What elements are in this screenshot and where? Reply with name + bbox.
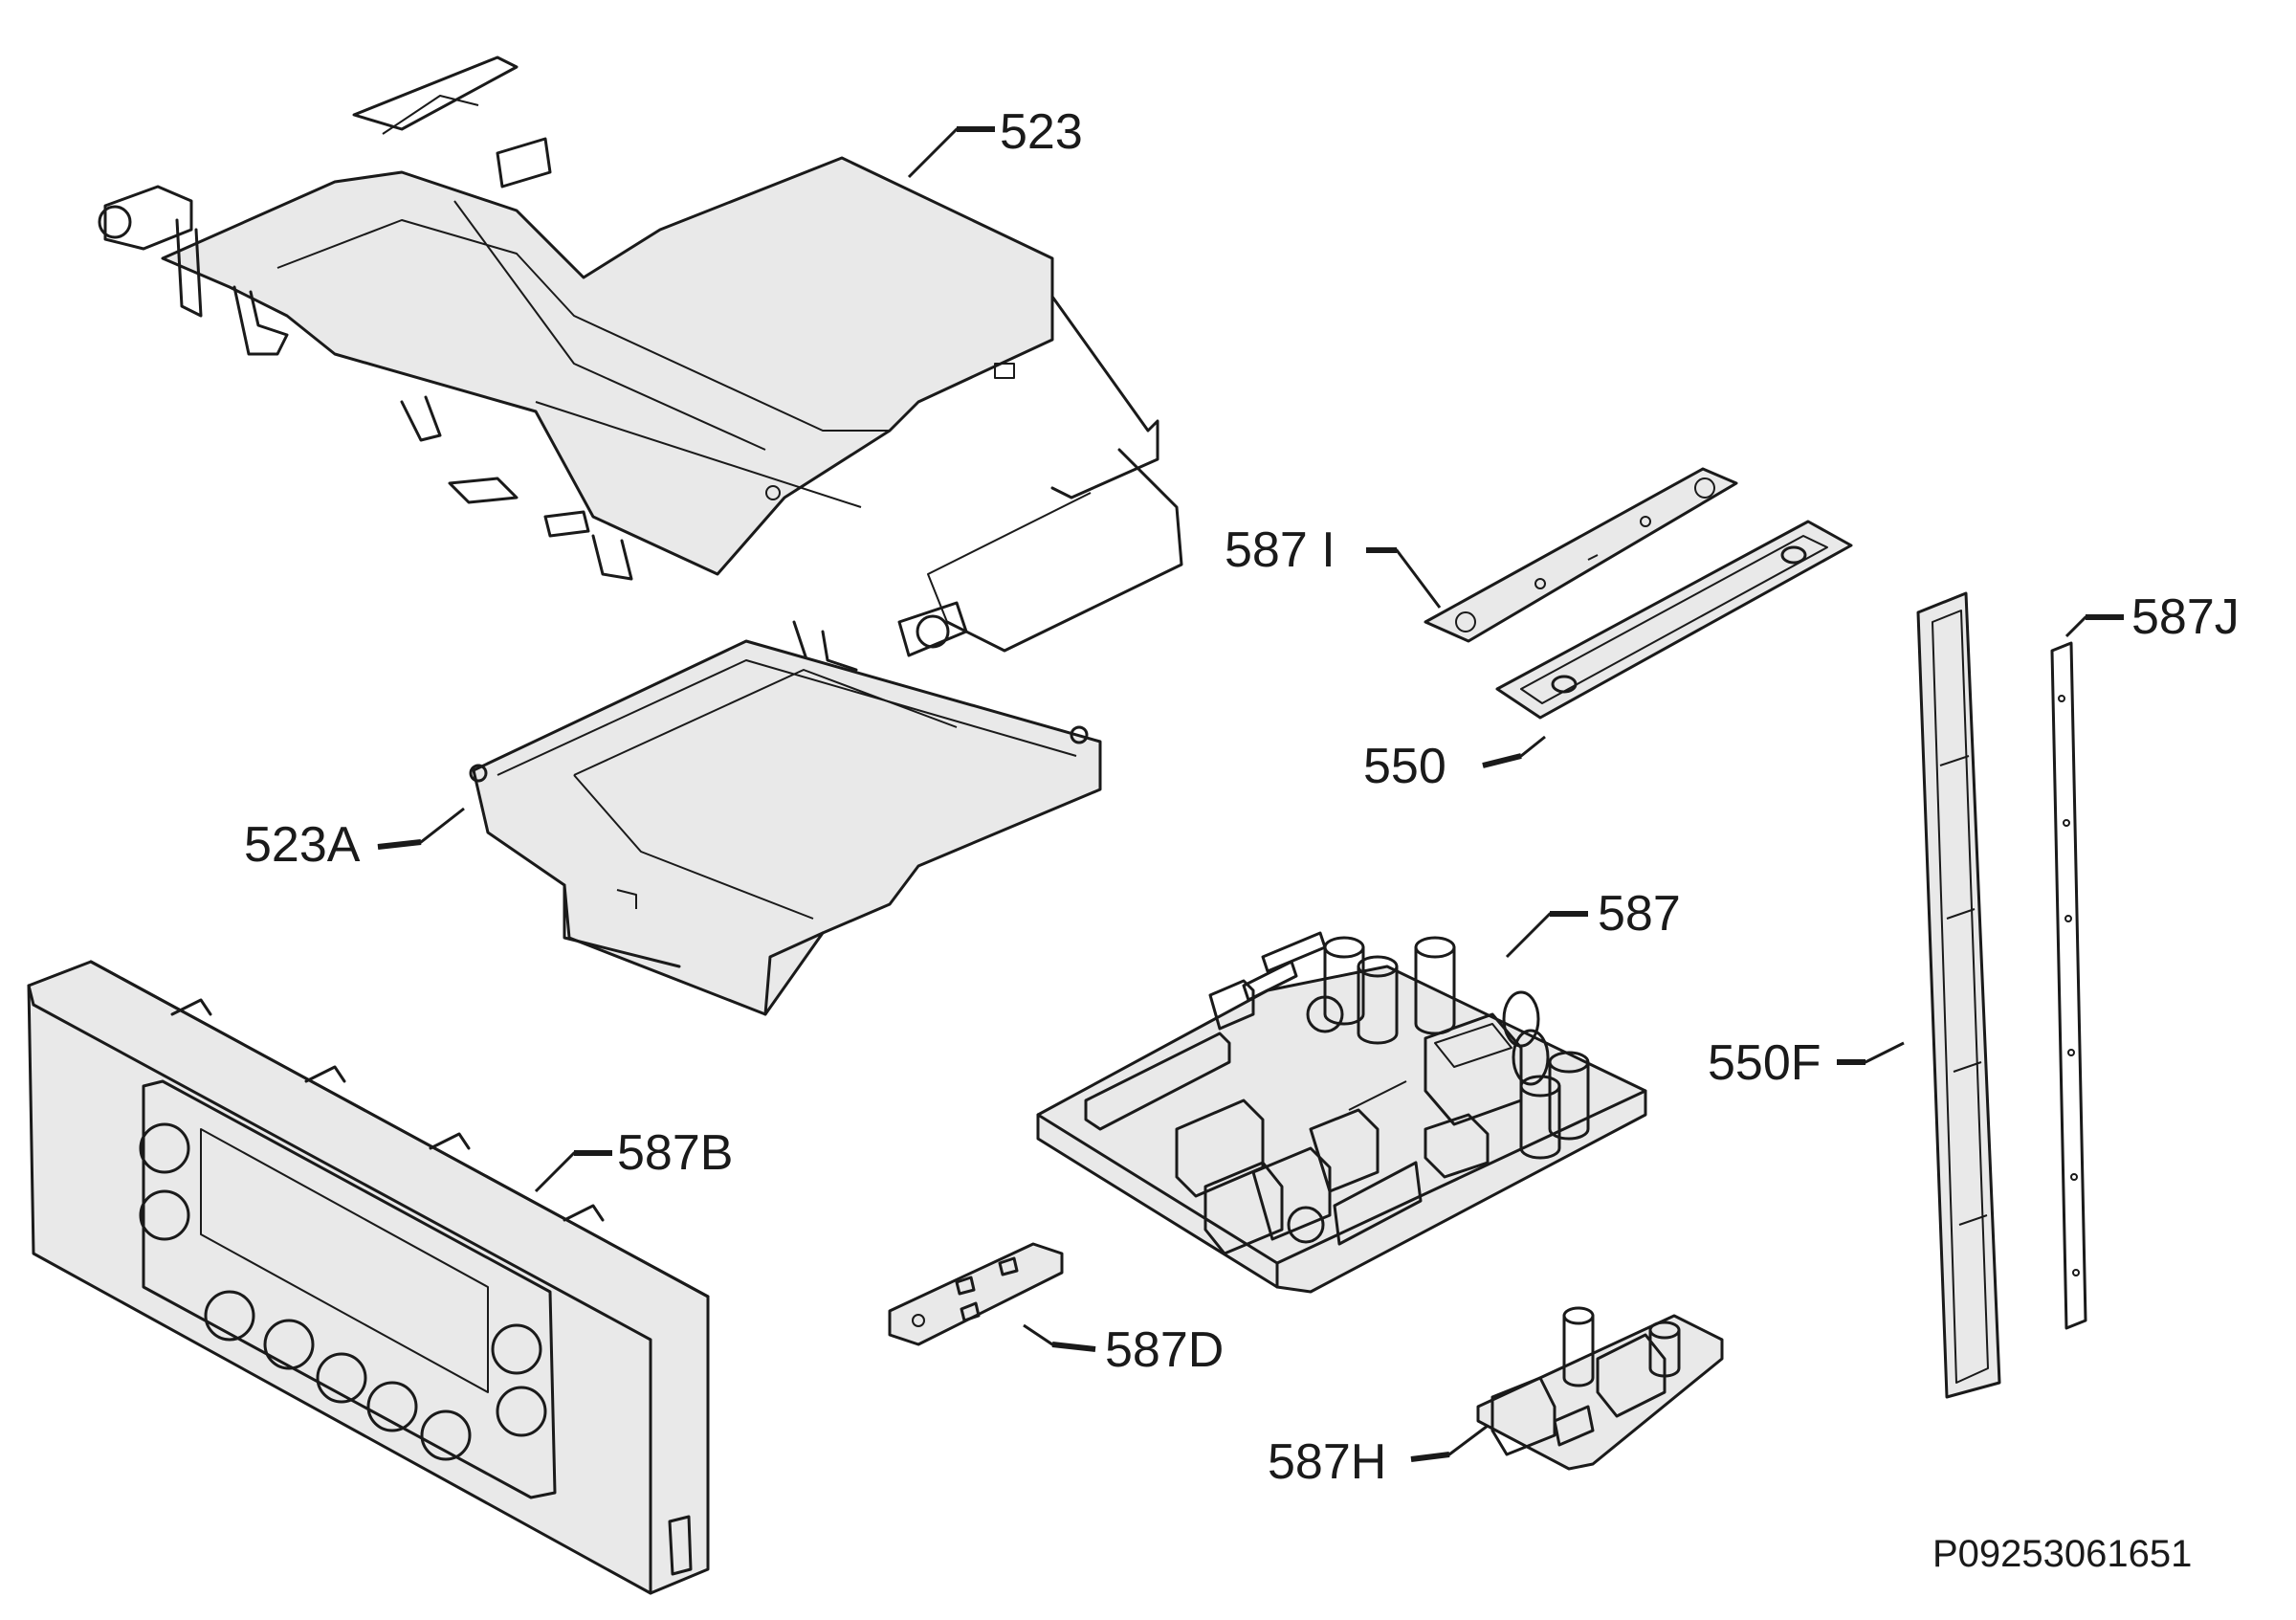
part-550-seal-frame <box>1495 520 1853 720</box>
label-550f: 550F <box>1708 1035 1821 1091</box>
label-523a: 523A <box>244 817 361 873</box>
label-587d: 587D <box>1105 1322 1224 1378</box>
label-587h: 587H <box>1268 1434 1386 1490</box>
label-587j: 587J <box>2131 589 2240 645</box>
part-550f-vertical-trim <box>1916 591 2001 1399</box>
part-587j-led-strip <box>2050 641 2087 1330</box>
part-523a-lower-tray <box>469 639 1102 1016</box>
part-587h-power-board <box>1476 1306 1724 1471</box>
label-587b: 587B <box>617 1125 733 1181</box>
part-587d-small-board <box>888 1242 1064 1346</box>
label-587i: 587 I <box>1225 522 1336 578</box>
label-523: 523 <box>1000 104 1083 160</box>
label-550: 550 <box>1363 739 1446 794</box>
part-labels: 523 523A 587 I 550 587J 587 550F 587B 58… <box>244 104 2240 1575</box>
leader-lines <box>377 126 2124 1462</box>
part-587-main-board <box>1036 931 1647 1294</box>
part-587i-strip <box>1424 467 1738 643</box>
label-587: 587 <box>1598 886 1681 942</box>
drawing-code: P09253061651 <box>1932 1533 2192 1575</box>
part-587b-display-panel <box>27 960 710 1595</box>
